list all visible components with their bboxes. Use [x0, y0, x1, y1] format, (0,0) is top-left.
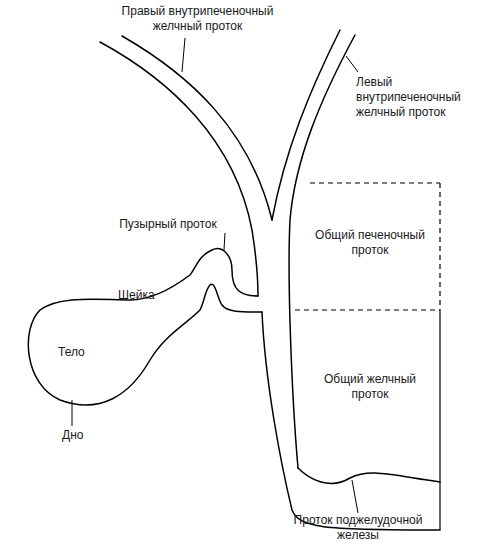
bracket-dashed: [295, 183, 440, 310]
leader-line: [352, 480, 358, 513]
left-duct-outer-wall: [289, 35, 355, 468]
leader-line: [346, 56, 358, 72]
part-label: Шейка: [118, 288, 178, 303]
part-label: Дно: [62, 428, 122, 443]
right-duct-inner-wall: [122, 36, 272, 220]
leader-line: [182, 38, 185, 72]
leader-line: [72, 400, 73, 426]
part-label: Пузырный проток: [111, 217, 226, 232]
bracket-solid: [439, 310, 440, 530]
part-label: Правый внутрипеченочный желчный проток: [110, 4, 285, 34]
pancreatic-duct-wall: [298, 468, 440, 483]
part-label: Тело: [58, 345, 118, 360]
part-label: Общий желчный проток: [320, 372, 420, 402]
right-duct-outer-wall: [100, 42, 258, 296]
part-label: Проток поджелудочной железы: [288, 513, 428, 543]
gallbladder-outline: [28, 249, 262, 405]
common-duct-left-wall: [262, 312, 440, 530]
leader-line: [224, 233, 225, 250]
part-label: Общий печеночный проток: [310, 228, 430, 258]
left-duct-inner-wall: [272, 30, 340, 220]
part-label: Левый внутрипеченочный желчный проток: [356, 75, 481, 120]
